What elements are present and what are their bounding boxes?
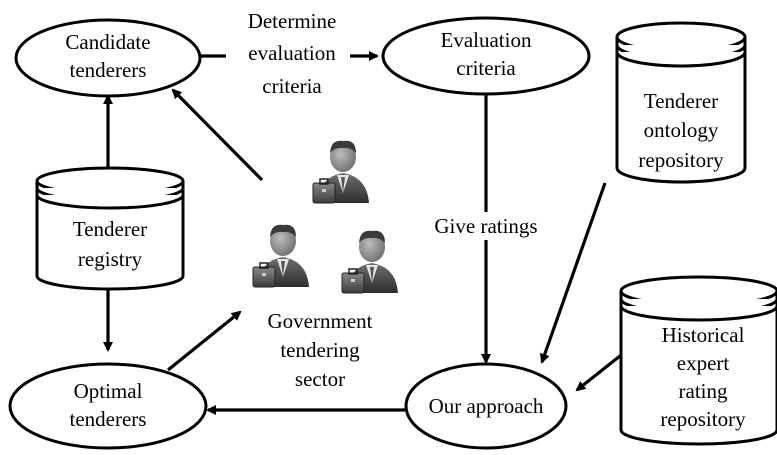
node-evaluation-criteria: Evaluation criteria — [381, 16, 591, 96]
arrow-historical-to-approach — [575, 350, 626, 392]
node-label-line-3: sector — [295, 367, 345, 391]
node-label-line-4: repository — [660, 407, 746, 431]
node-label-line-1: Our approach — [429, 394, 544, 418]
node-label-line-1: Candidate — [65, 30, 150, 54]
node-our-approach: Our approach — [404, 362, 568, 450]
node-historical-expert-rating-repository: Historical expert rating repository — [619, 275, 777, 446]
arrow-government-to-candidate — [171, 88, 264, 182]
node-candidate-tenderers: Candidate tenderers — [14, 18, 202, 98]
node-government-tendering-sector: Government tendering sector — [252, 140, 399, 391]
node-label-line-1: Optimal — [74, 379, 143, 403]
node-label-line-2: expert — [677, 351, 730, 375]
edge-label-give-ratings: Give ratings — [418, 212, 554, 240]
edge-label-determine-criteria: Determine evaluation criteria — [226, 9, 350, 98]
node-label-line-1: Evaluation — [441, 28, 532, 52]
edge-label-line-2: evaluation — [248, 41, 336, 65]
edge-label-line-1: Determine — [248, 9, 337, 33]
node-label-line-1: Historical — [662, 323, 745, 347]
arrow-optimal-to-government — [166, 310, 242, 372]
node-label-line-1: Tenderer — [644, 89, 718, 113]
node-label-line-2: registry — [78, 247, 143, 271]
edge-label-line-3: criteria — [262, 74, 322, 98]
node-label-line-2: ontology — [644, 118, 719, 142]
node-label-line-2: criteria — [456, 56, 516, 80]
businessman-with-briefcase-icon — [252, 224, 310, 288]
businessman-with-briefcase-icon — [312, 140, 370, 204]
businessman-with-briefcase-icon — [341, 230, 399, 294]
node-label-line-2: tenderers — [70, 58, 147, 82]
arrow-ontology-to-approach — [539, 182, 607, 364]
node-tenderer-registry: Tenderer registry — [35, 166, 185, 291]
node-label-line-2: tendering — [280, 338, 360, 362]
node-label-line-1: Government — [268, 309, 373, 333]
node-label-line-3: rating — [679, 379, 728, 403]
node-label-line-1: Tenderer — [73, 217, 147, 241]
node-optimal-tenderers: Optimal tenderers — [8, 362, 208, 450]
node-label-line-2: tenderers — [70, 407, 147, 431]
node-tenderer-ontology-repository: Tenderer ontology repository — [615, 21, 747, 184]
edge-label-line: Give ratings — [434, 214, 537, 238]
node-label-line-3: repository — [638, 148, 724, 172]
